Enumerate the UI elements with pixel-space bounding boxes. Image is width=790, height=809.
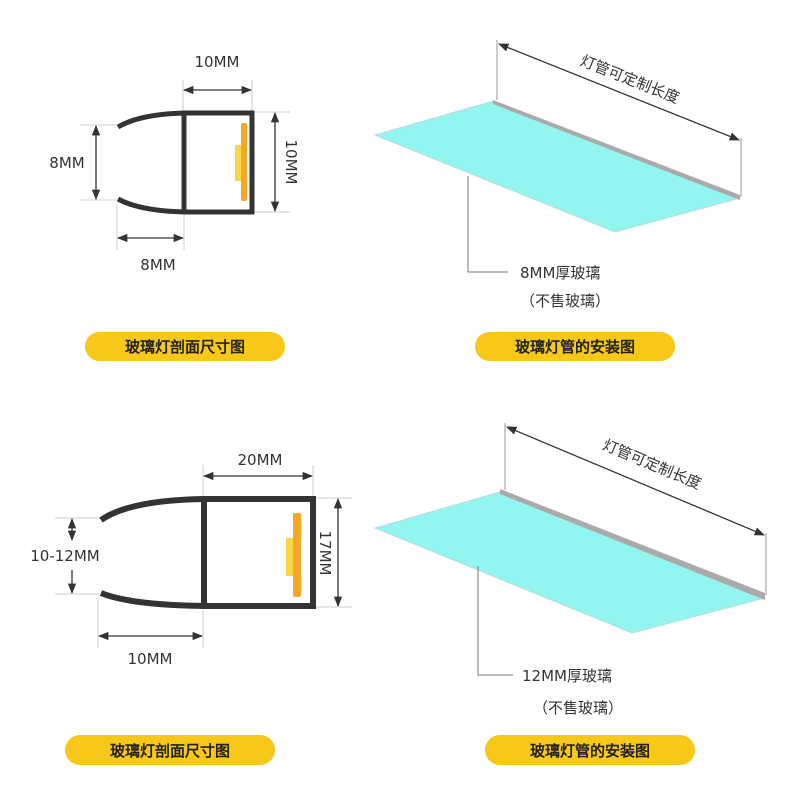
svg-text:玻璃灯管的安装图: 玻璃灯管的安装图 — [515, 338, 635, 356]
led-chip — [286, 538, 293, 576]
glass-panel — [373, 490, 767, 634]
profile-cross-section-large: 20MM 17MM 10-12MM 10MM — [30, 451, 352, 668]
glass-panel — [373, 100, 742, 233]
lip-label: 8MM — [140, 256, 175, 274]
led-chip — [235, 145, 241, 181]
badge-install-small: 玻璃灯管的安装图 — [475, 332, 675, 361]
opening-label: 10-12MM — [30, 547, 99, 565]
glass-note: （不售玻璃） — [520, 292, 610, 310]
badge-profile-small: 玻璃灯剖面尺寸图 — [85, 332, 285, 361]
install-diagram-small: 灯管可定制长度 8MM厚玻璃 （不售玻璃） — [373, 40, 742, 310]
led-strip — [293, 513, 301, 597]
svg-text:玻璃灯管的安装图: 玻璃灯管的安装图 — [530, 742, 650, 760]
height-label: 10MM — [282, 140, 300, 185]
glass-thickness-label: 12MM厚玻璃 — [522, 667, 612, 685]
svg-text:玻璃灯剖面尺寸图: 玻璃灯剖面尺寸图 — [125, 338, 245, 356]
glass-note: （不售玻璃） — [533, 699, 623, 717]
lip-label: 10MM — [128, 650, 173, 668]
height-label: 17MM — [316, 531, 334, 576]
install-diagram-large: 灯管可定制长度 12MM厚玻璃 （不售玻璃） — [373, 423, 767, 717]
leader-line — [467, 176, 508, 273]
width-label: 20MM — [238, 451, 283, 469]
length-label: 灯管可定制长度 — [600, 436, 704, 493]
badge-profile-large: 玻璃灯剖面尺寸图 — [65, 735, 275, 765]
glass-thickness-label: 8MM厚玻璃 — [520, 264, 600, 282]
width-label: 10MM — [195, 53, 240, 71]
length-dimension-line — [498, 43, 740, 141]
badge-install-large: 玻璃灯管的安装图 — [485, 735, 695, 765]
led-strip — [241, 123, 247, 201]
profile-shape — [116, 110, 255, 215]
svg-text:玻璃灯剖面尺寸图: 玻璃灯剖面尺寸图 — [110, 742, 230, 760]
leader-line — [477, 566, 513, 676]
length-label: 灯管可定制长度 — [578, 52, 682, 108]
opening-label: 8MM — [49, 154, 84, 172]
profile-cross-section-small: 10MM 10MM 8MM 8MM — [49, 53, 300, 274]
length-dimension-line — [506, 426, 765, 536]
